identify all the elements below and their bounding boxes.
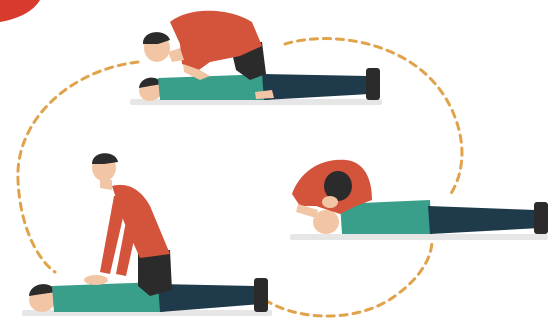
scene-check-breathing <box>130 11 382 105</box>
rescuer-figure <box>84 153 172 296</box>
rescuer-figure <box>143 11 266 80</box>
corner-badge <box>0 0 40 22</box>
scene-rescue-breaths <box>290 160 548 240</box>
cycle-path-bottom <box>265 240 432 316</box>
cycle-path-left <box>18 62 138 272</box>
scene-chest-compressions <box>22 153 272 316</box>
floor-shadow <box>290 234 548 240</box>
